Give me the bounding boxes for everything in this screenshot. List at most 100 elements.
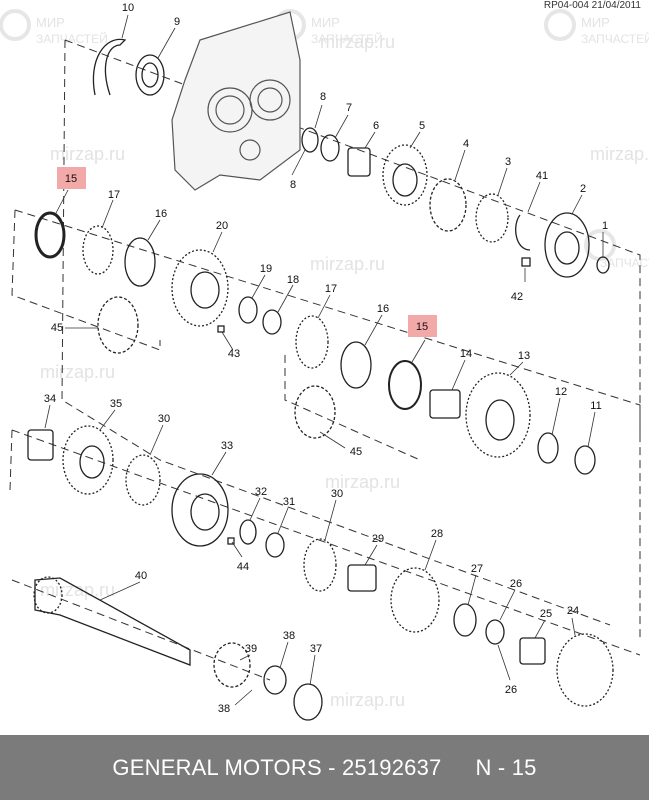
needle-bearing-6 bbox=[347, 147, 371, 177]
watermark-layer: МИР ЗАПЧАСТЕЙ МИР ЗАПЧАСТЕЙ МИР ЗАПЧАСТЕ… bbox=[0, 9, 649, 710]
callout-25: 25 bbox=[540, 608, 552, 620]
ring-18 bbox=[262, 309, 282, 335]
watermark-site: mirzap.ru bbox=[50, 144, 125, 164]
callout-38b: 38 bbox=[218, 703, 230, 715]
hub-33 bbox=[171, 473, 229, 547]
hub-45b bbox=[294, 385, 336, 439]
washer-12 bbox=[537, 432, 559, 464]
callout-30: 30 bbox=[158, 413, 170, 425]
synchro-17b bbox=[295, 315, 329, 369]
leader-lines bbox=[44, 14, 604, 706]
highlight-box-15-right bbox=[408, 315, 437, 337]
callout-42: 42 bbox=[511, 291, 523, 303]
gear-13 bbox=[465, 372, 531, 458]
watermark-logo-word2: ЗАПЧАСТЕЙ bbox=[600, 255, 649, 270]
callout-9: 9 bbox=[174, 16, 180, 28]
callout-8: 8 bbox=[320, 91, 326, 103]
snap-ring-10 bbox=[92, 38, 127, 96]
watermark-site: mirzap.ru bbox=[325, 472, 400, 492]
footer-page-number: N - 15 bbox=[475, 754, 537, 780]
bearing-39 bbox=[213, 642, 251, 688]
callout-15-left: 15 bbox=[65, 173, 77, 185]
callout-15-right: 15 bbox=[416, 321, 428, 333]
footer-part-number: GENERAL MOTORS - 25192637 bbox=[112, 754, 442, 780]
callout-26: 26 bbox=[510, 578, 522, 590]
callout-38: 38 bbox=[283, 630, 295, 642]
gear-28 bbox=[390, 567, 440, 633]
callout-45: 45 bbox=[51, 322, 63, 334]
ring-7 bbox=[320, 134, 340, 162]
bearing-9 bbox=[135, 54, 165, 96]
washer-8 bbox=[301, 127, 319, 153]
exploded-parts-diagram: МИР ЗАПЧАСТЕЙ МИР ЗАПЧАСТЕЙ МИР ЗАПЧАСТЕ… bbox=[0, 2, 649, 721]
callout-8b: 8 bbox=[290, 179, 296, 191]
callout-20: 20 bbox=[216, 220, 228, 232]
callout-7: 7 bbox=[346, 102, 352, 114]
callout-4: 4 bbox=[463, 138, 469, 150]
callout-13: 13 bbox=[518, 350, 530, 362]
ring-15-left bbox=[34, 211, 66, 259]
ring-16b bbox=[340, 341, 372, 389]
key-43 bbox=[217, 325, 225, 333]
ring-26 bbox=[485, 619, 505, 645]
callout-16b: 16 bbox=[377, 303, 389, 315]
ring-32 bbox=[239, 519, 257, 545]
watermark-site: mirzap.ru bbox=[330, 690, 405, 710]
callout-5: 5 bbox=[419, 120, 425, 132]
callout-29: 29 bbox=[372, 533, 384, 545]
callout-30b: 30 bbox=[331, 488, 343, 500]
drawing-reference-code: RP04-004 21/04/2011 bbox=[543, 0, 641, 11]
callout-26b: 26 bbox=[505, 684, 517, 696]
callout-37: 37 bbox=[310, 643, 322, 655]
callout-labels: 10 9 8 7 6 5 4 3 41 2 1 42 8 15 17 16 20… bbox=[44, 2, 608, 715]
callout-2: 2 bbox=[580, 183, 586, 195]
callout-33: 33 bbox=[221, 440, 233, 452]
callout-12: 12 bbox=[555, 386, 567, 398]
callout-40: 40 bbox=[135, 570, 147, 582]
washer-11 bbox=[574, 445, 596, 475]
hub-45 bbox=[97, 296, 139, 354]
watermark-logo-word1: МИР bbox=[581, 15, 610, 30]
spring-41 bbox=[515, 214, 531, 251]
gear-35 bbox=[62, 425, 114, 495]
callout-16: 16 bbox=[155, 208, 167, 220]
ring-38 bbox=[263, 665, 287, 695]
callout-24: 24 bbox=[567, 605, 579, 617]
callout-14: 14 bbox=[460, 348, 472, 360]
key-44 bbox=[227, 537, 235, 545]
watermark-site: mirzap.ru bbox=[40, 580, 115, 600]
callout-39: 39 bbox=[245, 643, 257, 655]
watermark-logo-word2: ЗАПЧАСТЕЙ bbox=[581, 31, 649, 46]
ring-27 bbox=[453, 603, 477, 637]
gear-20 bbox=[171, 249, 229, 327]
callout-17b: 17 bbox=[325, 283, 337, 295]
synchro-30 bbox=[125, 454, 161, 506]
parts-row-4 bbox=[33, 576, 323, 721]
callout-43: 43 bbox=[228, 348, 240, 360]
parts-row-1 bbox=[92, 38, 610, 278]
gear-5 bbox=[382, 144, 428, 206]
callout-10: 10 bbox=[122, 2, 134, 14]
callout-18: 18 bbox=[287, 274, 299, 286]
synchro-3 bbox=[475, 193, 509, 243]
synchro-17 bbox=[82, 225, 114, 275]
callout-44: 44 bbox=[237, 561, 249, 573]
watermark-site: mirzap.ru bbox=[320, 32, 395, 52]
key-42 bbox=[521, 257, 531, 267]
callout-17: 17 bbox=[108, 189, 120, 201]
parts-row-2 bbox=[34, 211, 596, 475]
synchro-30b bbox=[303, 538, 337, 592]
gear-24 bbox=[556, 633, 614, 707]
callout-28: 28 bbox=[431, 528, 443, 540]
callout-31: 31 bbox=[283, 496, 295, 508]
parts-row-3 bbox=[27, 425, 614, 707]
highlight-box-15-left bbox=[57, 167, 86, 189]
watermark-site: mirzap.ru bbox=[40, 362, 115, 382]
callout-1: 1 bbox=[602, 220, 608, 232]
watermark-site: mirzap.ru bbox=[590, 144, 649, 164]
footer-bar: GENERAL MOTORS - 25192637 N - 15 bbox=[0, 735, 649, 800]
hub-2 bbox=[544, 212, 590, 278]
callout-34: 34 bbox=[44, 393, 56, 405]
ring-37 bbox=[293, 683, 323, 721]
ring-15-right bbox=[388, 360, 422, 410]
